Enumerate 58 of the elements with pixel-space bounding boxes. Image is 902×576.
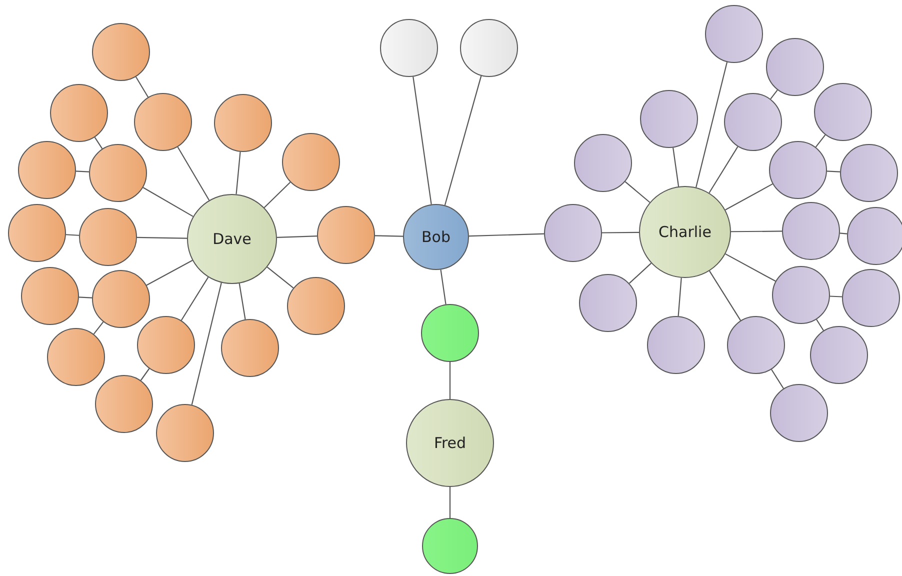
node-label: Fred	[434, 434, 466, 452]
node-circle	[847, 207, 902, 265]
node-circle	[810, 326, 868, 384]
connector-line	[725, 253, 776, 282]
connector-line	[135, 76, 149, 98]
node-label: Bob	[422, 228, 450, 246]
connector-line	[449, 362, 451, 399]
node-label: Charlie	[658, 223, 712, 241]
connector-line	[602, 232, 639, 234]
connector-line	[444, 76, 482, 206]
connector-line	[678, 278, 682, 316]
connector-line	[276, 235, 318, 238]
connector-line	[374, 235, 404, 237]
connector-line	[78, 296, 92, 298]
connector-line	[708, 146, 738, 194]
connector-line	[236, 152, 241, 194]
connector-line	[830, 296, 842, 298]
connector-line	[709, 270, 742, 321]
connector-line	[826, 170, 840, 172]
connector-line	[266, 266, 294, 288]
node-circle	[134, 93, 192, 151]
connector-line	[191, 282, 222, 405]
connector-line	[725, 183, 773, 210]
connector-line	[412, 76, 432, 204]
node-circle	[724, 93, 782, 151]
connector-line	[180, 276, 209, 321]
connector-line	[177, 146, 210, 201]
connector-line	[76, 170, 90, 172]
connector-line	[440, 270, 446, 304]
connector-line	[238, 283, 246, 320]
node-circle	[814, 83, 872, 141]
connector-line	[66, 234, 80, 236]
connector-line	[140, 368, 150, 381]
node-circle	[766, 38, 824, 96]
connector-line	[696, 62, 728, 188]
connector-line	[628, 262, 652, 284]
connector-line	[816, 319, 824, 331]
connector-line	[731, 230, 782, 232]
node-circle	[727, 316, 785, 374]
connector-line	[770, 90, 778, 100]
connector-line	[840, 232, 848, 234]
connector-line	[264, 182, 291, 208]
connector-line	[146, 260, 193, 286]
connector-line	[624, 181, 650, 203]
connector-line	[672, 148, 680, 187]
connector-line	[468, 233, 544, 237]
connector-line	[94, 137, 103, 149]
connector-line	[449, 487, 451, 518]
connector-line	[136, 236, 188, 239]
node-label: Dave	[212, 230, 252, 248]
node-circle	[47, 328, 105, 386]
connector-line	[815, 134, 826, 148]
connector-line	[142, 187, 194, 217]
connector-line	[93, 322, 104, 334]
node-circle	[137, 316, 195, 374]
node-circle	[95, 375, 153, 433]
connector-line	[771, 369, 784, 389]
node-circle	[769, 141, 827, 199]
